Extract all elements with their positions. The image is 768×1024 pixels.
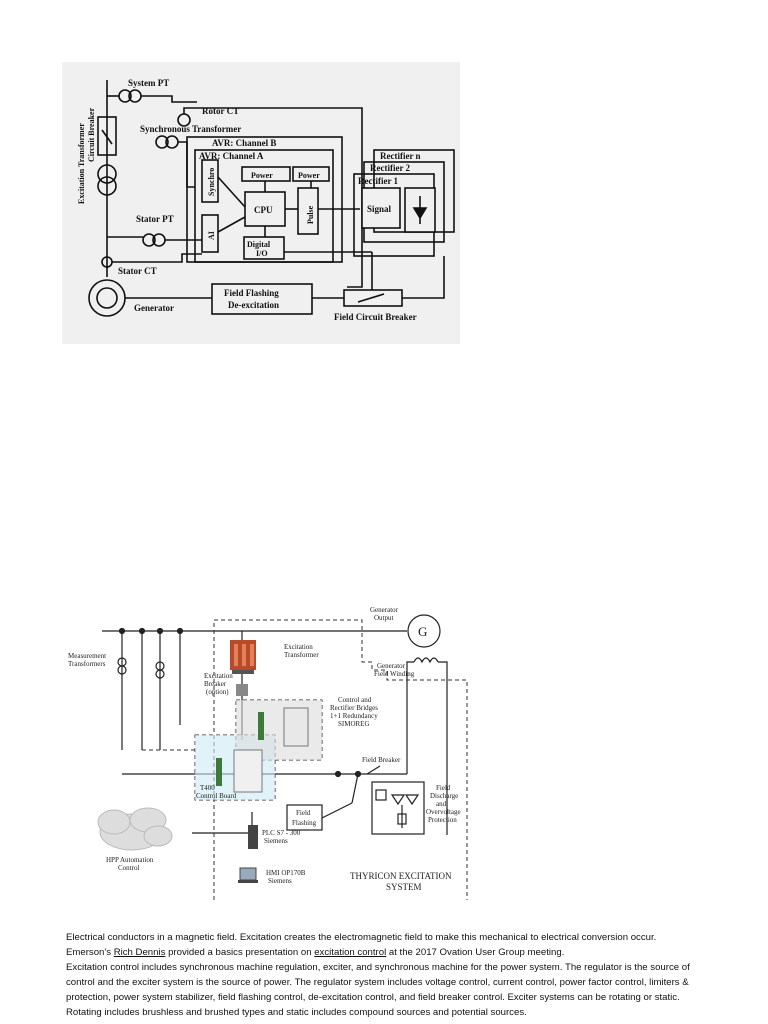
caption-paragraph-2: Emerson's Rich Dennis provided a basics … xyxy=(66,945,706,960)
label-control-rectifier-2: Rectifier Bridges xyxy=(330,704,378,712)
label-excitation-breaker-2: Breaker xyxy=(204,680,227,688)
caption-text-a: Emerson's xyxy=(66,947,114,958)
excitation-block-diagram: System PT Rotor CT Synchronous Transform… xyxy=(62,62,460,344)
label-stator-ct: Stator CT xyxy=(118,266,157,276)
label-control-board: Control Board xyxy=(196,792,237,800)
label-digital: Digital xyxy=(247,240,271,249)
hmi-icon xyxy=(238,867,258,883)
label-field-discharge-5: Protection xyxy=(428,816,457,824)
label-plc: PLC S7 - 300 xyxy=(262,829,301,837)
label-system-pt: System PT xyxy=(128,78,169,88)
block-diagram-svg: System PT Rotor CT Synchronous Transform… xyxy=(77,78,455,322)
label-rotor-ct: Rotor CT xyxy=(202,106,239,116)
label-field-flashing-a: Field xyxy=(296,809,311,817)
label-thyricon-1: THYRICON EXCITATION xyxy=(350,871,452,881)
label-ai: AI xyxy=(207,231,216,240)
excitation-control-link[interactable]: excitation control xyxy=(314,947,387,958)
simoreg-unit-icon xyxy=(258,707,309,747)
label-hmi: HMI OP170B xyxy=(266,869,306,877)
label-circuit-breaker: Circuit Breaker xyxy=(87,107,96,162)
label-control-rectifier-4: SIMOREG xyxy=(338,720,370,728)
label-field-discharge-3: and xyxy=(436,800,447,808)
label-excitation-transformer-2b: Transformer xyxy=(284,651,319,659)
label-hmi-siemens: Siemens xyxy=(268,877,292,885)
excitation-breaker-icon xyxy=(236,684,248,696)
label-de-excitation: De-excitation xyxy=(228,300,279,310)
generator-g-symbol: G xyxy=(418,624,427,639)
label-field-flashing: Field Flashing xyxy=(224,288,279,298)
rich-dennis-link[interactable]: Rich Dennis xyxy=(113,947,166,958)
caption-text-b: provided a basics presentation on xyxy=(165,947,315,958)
label-t400: T400 xyxy=(200,784,215,792)
label-cpu: CPU xyxy=(254,205,273,215)
label-avr-channel-a: AVR: Channel A xyxy=(199,151,264,161)
caption-text: Electrical conductors in a magnetic fiel… xyxy=(66,930,706,1020)
label-field-discharge-4: Overvoltage xyxy=(426,808,461,816)
t400-board-icon xyxy=(216,749,263,793)
excitation-transformer-icon xyxy=(230,640,256,674)
label-avr-channel-b: AVR: Channel B xyxy=(212,138,276,148)
label-thyricon-2: SYSTEM xyxy=(386,882,422,892)
label-generator-output: Generator xyxy=(370,606,399,614)
label-pulse: Pulse xyxy=(306,205,315,224)
label-rectifier-n: Rectifier n xyxy=(380,151,421,161)
label-power-2: Power xyxy=(298,171,320,180)
label-plc-siemens: Siemens xyxy=(264,837,288,845)
label-excitation-breaker-3: (option) xyxy=(206,688,229,696)
thyricon-excitation-diagram: Generator Output G Excitation Transforme… xyxy=(62,600,482,900)
label-control-rectifier-1: Control and xyxy=(338,696,372,704)
label-excitation-transformer: Excitation Transformer xyxy=(77,123,86,204)
caption-paragraph-3: Excitation control includes synchronous … xyxy=(66,962,690,1018)
label-power-1: Power xyxy=(251,171,273,180)
label-generator-output-2: Output xyxy=(374,614,394,622)
label-field-flashing-b: Flashing xyxy=(292,819,317,827)
label-excitation-breaker-1: Excitation xyxy=(204,672,233,680)
label-io: I/O xyxy=(256,249,268,258)
label-synchro: Synchro xyxy=(207,168,216,196)
label-rectifier-2: Rectifier 2 xyxy=(370,163,411,173)
label-field-discharge-2: Discharge xyxy=(430,792,458,800)
label-transformers: Transformers xyxy=(68,660,106,668)
plc-icon xyxy=(248,825,258,849)
label-field-discharge-1: Field xyxy=(436,784,451,792)
label-generator: Generator xyxy=(134,303,174,313)
caption-paragraph-1: Electrical conductors in a magnetic fiel… xyxy=(66,932,657,943)
thyricon-diagram-svg: Generator Output G Excitation Transforme… xyxy=(68,606,468,900)
label-rectifier-1: Rectifier 1 xyxy=(358,176,399,186)
label-measurement: Measurement xyxy=(68,652,106,660)
label-field-winding: Field Winding xyxy=(374,670,415,678)
caption-text-c: at the 2017 Ovation User Group meeting. xyxy=(386,947,565,958)
label-generator-field: Generator xyxy=(377,662,406,670)
label-field-circuit-breaker: Field Circuit Breaker xyxy=(334,312,417,322)
label-synchronous-transformer: Synchronous Transformer xyxy=(140,124,241,134)
label-excitation-transformer-2: Excitation xyxy=(284,643,313,651)
label-signal: Signal xyxy=(367,204,392,214)
hpp-cloud-icon xyxy=(97,807,173,851)
label-field-breaker: Field Breaker xyxy=(362,756,401,764)
label-control-rectifier-3: 1+1 Redundancy xyxy=(330,712,378,720)
label-stator-pt: Stator PT xyxy=(136,214,174,224)
label-hpp-automation: HPP Automation xyxy=(106,856,154,864)
label-hpp-control: Control xyxy=(118,864,139,872)
